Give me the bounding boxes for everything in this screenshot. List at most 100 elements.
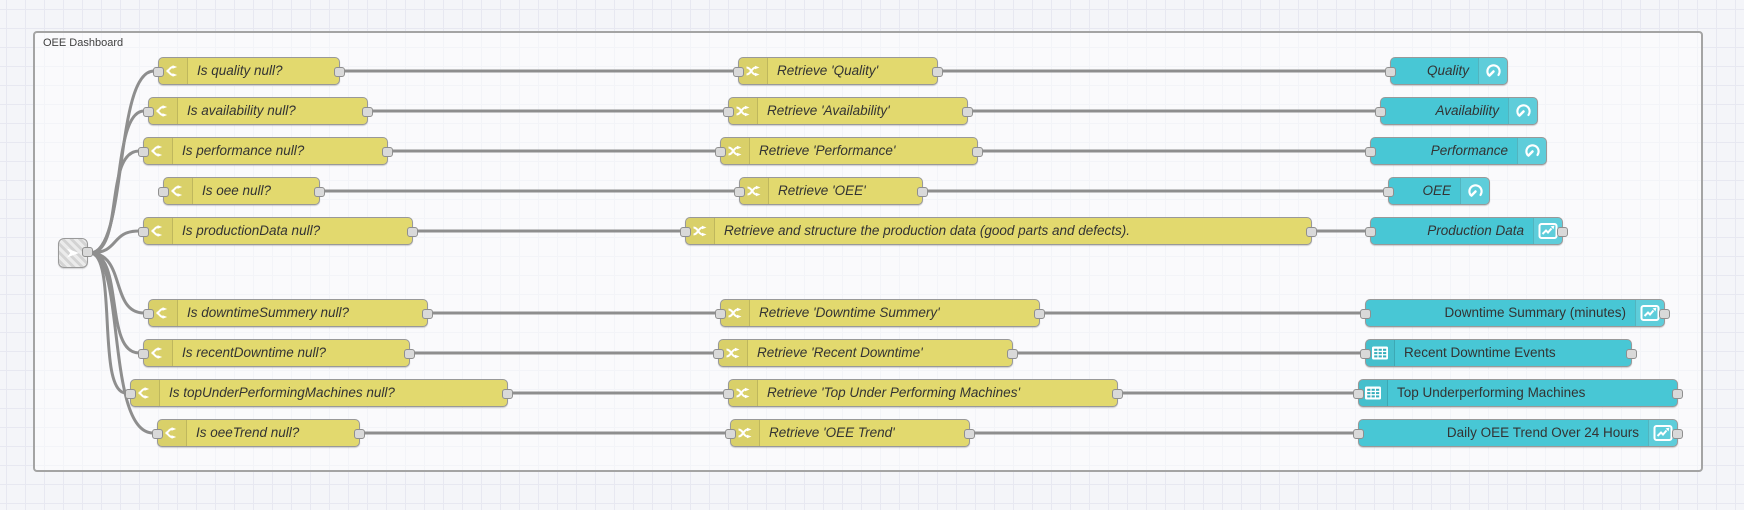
chart-icon xyxy=(1635,300,1664,326)
node-label: Retrieve 'OEE Trend' xyxy=(769,425,895,440)
link-arrow-icon xyxy=(64,244,82,262)
node-label: Is downtimeSummery null? xyxy=(187,305,350,320)
input-port[interactable] xyxy=(715,309,726,319)
input-port[interactable] xyxy=(1383,187,1394,197)
node-switch-is-availability-null[interactable]: Is availability null? xyxy=(143,97,373,125)
input-port[interactable] xyxy=(733,67,744,77)
node-switch-is-topunderperformingmachines-null[interactable]: Is topUnderPerformingMachines null? xyxy=(125,379,513,407)
output-port[interactable] xyxy=(1672,429,1683,439)
node-label: Retrieve 'Quality' xyxy=(777,63,879,78)
input-port[interactable] xyxy=(1353,389,1364,399)
input-port[interactable] xyxy=(1385,67,1396,77)
output-port[interactable] xyxy=(1626,349,1637,359)
output-port[interactable] xyxy=(1557,227,1568,237)
input-port[interactable] xyxy=(723,389,734,399)
node-change-retrieve-performance[interactable]: Retrieve 'Performance' xyxy=(715,137,983,165)
node-gauge-oee[interactable]: OEE xyxy=(1383,177,1490,205)
input-port[interactable] xyxy=(1353,429,1364,439)
input-port[interactable] xyxy=(723,107,734,117)
node-change-retrieve-recent-downtime[interactable]: Retrieve 'Recent Downtime' xyxy=(713,339,1018,367)
node-chart-downtime-summary[interactable]: Downtime Summary (minutes) xyxy=(1360,299,1670,327)
node-gauge-performance[interactable]: Performance xyxy=(1365,137,1547,165)
node-table-top-underperforming-machines[interactable]: Top Underperforming Machines xyxy=(1353,379,1683,407)
input-port[interactable] xyxy=(143,309,154,319)
input-port[interactable] xyxy=(1360,309,1371,319)
output-port[interactable] xyxy=(1007,349,1018,359)
input-port[interactable] xyxy=(680,227,691,237)
node-switch-is-oeetrend-null[interactable]: Is oeeTrend null? xyxy=(152,419,365,447)
wire-junction-switch-2[interactable] xyxy=(88,149,141,255)
output-port[interactable] xyxy=(932,67,943,77)
output-port[interactable] xyxy=(1659,309,1670,319)
wire-junction-switch-8[interactable] xyxy=(88,251,155,435)
input-port[interactable] xyxy=(158,187,169,197)
gauge-icon xyxy=(1478,58,1507,84)
input-port[interactable] xyxy=(713,349,724,359)
output-port[interactable] xyxy=(314,187,325,197)
output-port[interactable] xyxy=(962,107,973,117)
node-switch-is-performance-null[interactable]: Is performance null? xyxy=(138,137,393,165)
output-port[interactable] xyxy=(354,429,365,439)
output-port[interactable] xyxy=(964,429,975,439)
node-change-retrieve-oee[interactable]: Retrieve 'OEE' xyxy=(734,177,928,205)
output-port[interactable] xyxy=(422,309,433,319)
input-port[interactable] xyxy=(1360,349,1371,359)
node-change-retrieve-availability[interactable]: Retrieve 'Availability' xyxy=(723,97,973,125)
output-port[interactable] xyxy=(917,187,928,197)
node-gauge-quality[interactable]: Quality xyxy=(1385,57,1508,85)
input-port[interactable] xyxy=(725,429,736,439)
node-switch-is-recentdowntime-null[interactable]: Is recentDowntime null? xyxy=(138,339,415,367)
wire-junction-switch-6[interactable] xyxy=(88,251,141,355)
input-port[interactable] xyxy=(143,107,154,117)
output-port[interactable] xyxy=(407,227,418,237)
node-label: Availability xyxy=(1435,103,1499,118)
output-port[interactable] xyxy=(1034,309,1045,319)
node-table-recent-downtime-events[interactable]: Recent Downtime Events xyxy=(1360,339,1637,367)
node-label: Is oeeTrend null? xyxy=(196,425,300,440)
output-port[interactable] xyxy=(334,67,345,77)
input-port[interactable] xyxy=(153,67,164,77)
output-port[interactable] xyxy=(972,147,983,157)
output-port[interactable] xyxy=(502,389,513,399)
input-port[interactable] xyxy=(152,429,163,439)
node-label: Performance xyxy=(1430,143,1508,158)
output-port[interactable] xyxy=(1672,389,1683,399)
node-switch-is-downtimesummery-null[interactable]: Is downtimeSummery null? xyxy=(143,299,433,327)
node-switch-is-oee-null[interactable]: Is oee null? xyxy=(158,177,325,205)
output-port[interactable] xyxy=(362,107,373,117)
node-chart-daily-oee-trend[interactable]: Daily OEE Trend Over 24 Hours xyxy=(1353,419,1683,447)
node-change-retrieve-downtime-summery[interactable]: Retrieve 'Downtime Summery' xyxy=(715,299,1045,327)
input-port[interactable] xyxy=(1365,227,1376,237)
node-label: Retrieve 'Performance' xyxy=(759,143,896,158)
input-port[interactable] xyxy=(138,349,149,359)
input-port[interactable] xyxy=(1375,107,1386,117)
input-port[interactable] xyxy=(138,147,149,157)
output-port[interactable] xyxy=(1112,389,1123,399)
node-label: Daily OEE Trend Over 24 Hours xyxy=(1446,425,1639,440)
input-port[interactable] xyxy=(715,147,726,157)
node-label: Retrieve 'Recent Downtime' xyxy=(757,345,923,360)
input-port[interactable] xyxy=(734,187,745,197)
wire-junction-switch-4[interactable] xyxy=(88,229,141,255)
output-port[interactable] xyxy=(382,147,393,157)
link-junction-node[interactable] xyxy=(58,238,93,268)
node-chart-production-data[interactable]: Production Data xyxy=(1365,217,1568,245)
output-port[interactable] xyxy=(82,247,93,257)
node-switch-is-productiondata-null[interactable]: Is productionData null? xyxy=(138,217,418,245)
input-port[interactable] xyxy=(138,227,149,237)
output-port[interactable] xyxy=(404,349,415,359)
wire-junction-switch-5[interactable] xyxy=(88,251,146,315)
node-label: Top Underperforming Machines xyxy=(1397,385,1586,400)
node-switch-is-quality-null[interactable]: Is quality null? xyxy=(153,57,345,85)
input-port[interactable] xyxy=(125,389,136,399)
node-label: Is oee null? xyxy=(202,183,272,198)
node-change-retrieve-top-under-performing-machines[interactable]: Retrieve 'Top Under Performing Machines' xyxy=(723,379,1123,407)
output-port[interactable] xyxy=(1306,227,1317,237)
node-change-retrieve-oee-trend[interactable]: Retrieve 'OEE Trend' xyxy=(725,419,975,447)
input-port[interactable] xyxy=(1365,147,1376,157)
node-gauge-availability[interactable]: Availability xyxy=(1375,97,1538,125)
node-change-retrieve-quality[interactable]: Retrieve 'Quality' xyxy=(733,57,943,85)
group-label: OEE Dashboard xyxy=(43,37,124,49)
node-change-retrieve-production-data[interactable]: Retrieve and structure the production da… xyxy=(680,217,1317,245)
